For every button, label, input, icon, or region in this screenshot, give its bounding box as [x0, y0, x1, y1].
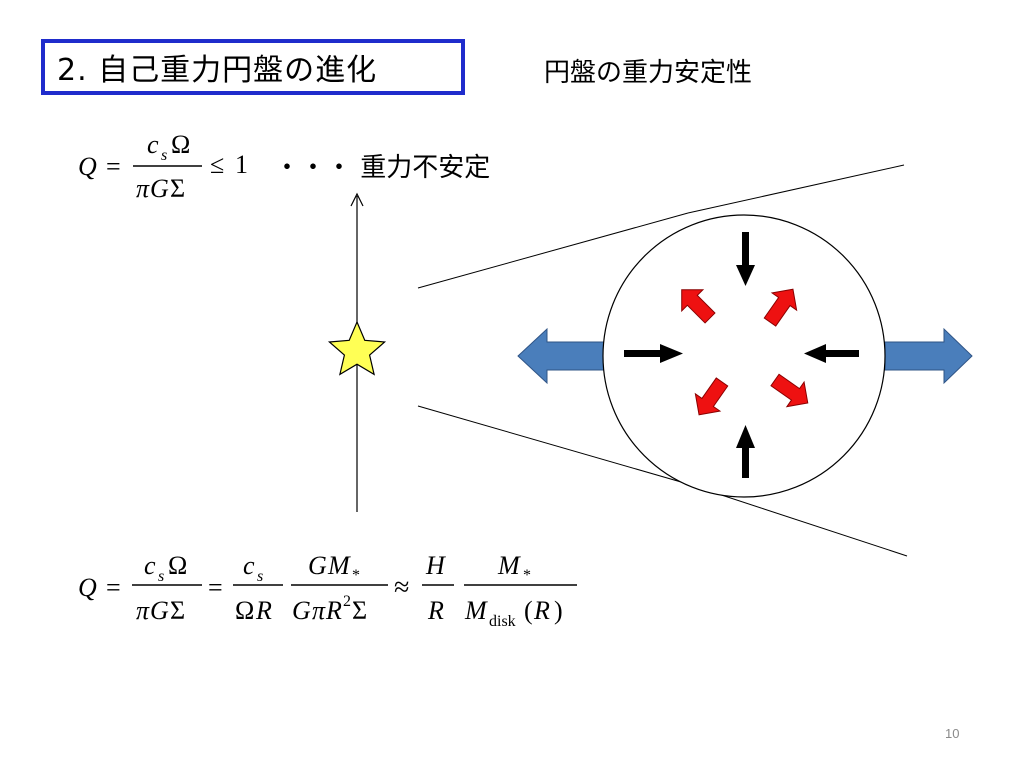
- f1-den-g: G: [150, 596, 169, 625]
- f5-den-lparen: (: [524, 596, 533, 625]
- star-icon: [327, 320, 387, 376]
- blue-arrow-left-icon: [517, 327, 607, 385]
- f5-den-rparen: ): [554, 596, 563, 625]
- instability-equation: Q = c s Ω π G Σ ≤ 1: [78, 130, 248, 203]
- f5-den-sub: disk: [489, 613, 516, 630]
- arrow-left-icon: [804, 344, 859, 363]
- eq-q: Q: [78, 152, 97, 181]
- f5-num-star: *: [523, 567, 531, 584]
- blue-arrow-right-icon: [884, 327, 973, 385]
- f2-num-sub: s: [257, 568, 263, 585]
- eq-den-pi: π: [136, 174, 150, 203]
- f4-den-r: R: [427, 596, 444, 625]
- f2-den-omega: Ω: [235, 596, 254, 625]
- arrow-right-icon: [624, 344, 683, 363]
- red-arrow-down-right-icon: [770, 373, 809, 408]
- f3-den-pi: π: [312, 596, 326, 625]
- eq-one: 1: [235, 150, 248, 179]
- toomre-q-formula: Q = c s Ω π G Σ = c s Ω R G M * G π R 2 …: [78, 551, 577, 630]
- eq-den-sigma: Σ: [170, 174, 185, 203]
- f-approx: ≈: [394, 572, 409, 603]
- eq-num-c: c: [147, 130, 159, 159]
- red-arrow-down-left-icon: [694, 377, 729, 416]
- f4-num-h: H: [425, 551, 446, 580]
- f-eq1: =: [106, 573, 121, 602]
- arrow-up-icon: [736, 425, 755, 478]
- eq-equals: =: [106, 152, 121, 181]
- f5-den-m: M: [464, 596, 488, 625]
- f5-num-m: M: [497, 551, 521, 580]
- f3-den-sigma: Σ: [352, 596, 367, 625]
- title-box: 2. 自己重力円盤の進化: [41, 39, 465, 95]
- f3-num-m: M: [327, 551, 351, 580]
- red-arrow-up-left-icon: [681, 289, 716, 324]
- f1-num-sub: s: [158, 568, 164, 585]
- zoom-line-top-right: [687, 164, 905, 214]
- eq-num-omega: Ω: [171, 130, 190, 159]
- f3-den-sup: 2: [343, 593, 351, 610]
- slide-title: 2. 自己重力円盤の進化: [57, 53, 378, 88]
- f1-den-sigma: Σ: [170, 596, 185, 625]
- f3-num-g: G: [308, 551, 327, 580]
- slide-subtitle: 円盤の重力安定性: [544, 58, 753, 88]
- eq-num-sub: s: [161, 147, 167, 164]
- eq-leq: ≤: [210, 150, 224, 179]
- arrow-down-icon: [736, 232, 755, 286]
- f2-num-c: c: [243, 551, 255, 580]
- red-arrow-up-right-icon: [763, 288, 798, 327]
- f-eq2: =: [208, 573, 223, 602]
- axis-arrow-head: [350, 192, 364, 207]
- page-number: 10: [945, 726, 960, 741]
- f3-num-star: *: [352, 567, 360, 584]
- f1-num-c: c: [144, 551, 156, 580]
- zoom-line-bottom-left: [417, 405, 689, 485]
- f3-den-g: G: [292, 596, 311, 625]
- disk-circle: [602, 214, 886, 498]
- f-q: Q: [78, 573, 97, 602]
- instability-label: ・・・ 重力不安定: [274, 153, 491, 183]
- f1-num-omega: Ω: [168, 551, 187, 580]
- f5-den-r: R: [533, 596, 550, 625]
- zoom-line-top-left: [417, 212, 689, 289]
- f1-den-pi: π: [136, 596, 150, 625]
- f2-den-r: R: [255, 596, 272, 625]
- eq-den-g: G: [150, 174, 169, 203]
- f3-den-r: R: [325, 596, 342, 625]
